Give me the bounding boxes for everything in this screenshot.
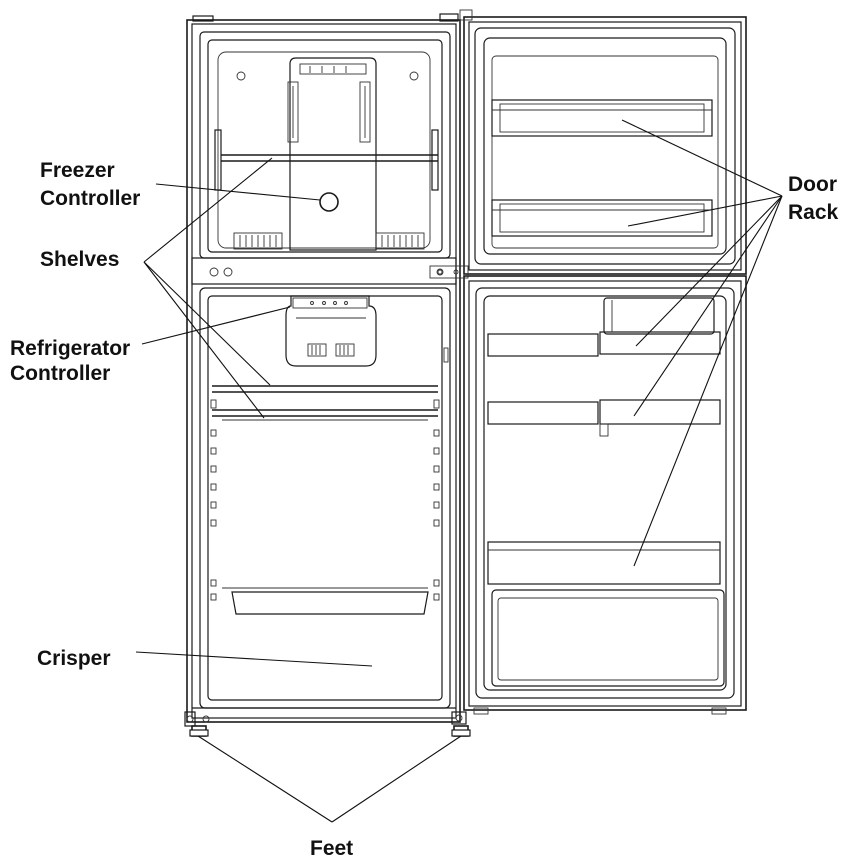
label-refrigerator-controller-line2: Controller	[10, 362, 110, 385]
label-refrigerator-controller-line1: Refrigerator	[10, 337, 130, 360]
label-door-rack-line1: Door	[788, 173, 837, 196]
foot-right	[451, 725, 471, 737]
fridge-door-bottom-bin	[491, 589, 725, 687]
leader-lines	[135, 119, 783, 823]
fridge-shelf-upper	[212, 385, 438, 393]
callout-labels: Freezer Controller Shelves Refrigerator …	[10, 159, 839, 860]
label-freezer-controller-line1: Freezer	[40, 159, 115, 182]
fridge-door-rack-bottom	[487, 541, 721, 585]
label-door-rack-line2: Rack	[788, 201, 839, 224]
label-crisper: Crisper	[37, 647, 111, 670]
fridge-door-bin-top	[599, 297, 721, 355]
label-freezer-controller-line2: Controller	[40, 187, 140, 210]
freezer-controller-knob	[319, 192, 339, 212]
divider-strip	[191, 257, 457, 285]
fridge-shelf-lower	[212, 409, 438, 417]
fridge-door-bin-middle	[599, 399, 721, 437]
label-shelves: Shelves	[40, 248, 119, 271]
cabinet-base	[184, 707, 467, 727]
fresh-food-compartment	[199, 287, 451, 709]
freezer-door	[459, 9, 747, 275]
foot-left	[189, 725, 209, 737]
cabinet	[186, 13, 461, 723]
freezer-door-rack-lower	[491, 199, 713, 237]
crisper-cover	[231, 591, 429, 615]
freezer-compartment	[199, 31, 451, 259]
label-feet: Feet	[310, 837, 353, 860]
freezer-door-rack-upper	[491, 99, 713, 137]
fridge-door-rack-middle	[487, 401, 599, 425]
refrigerator-controller-housing	[285, 295, 377, 367]
fridge-door-rack-upper	[487, 333, 599, 357]
fridge-door	[429, 265, 747, 715]
